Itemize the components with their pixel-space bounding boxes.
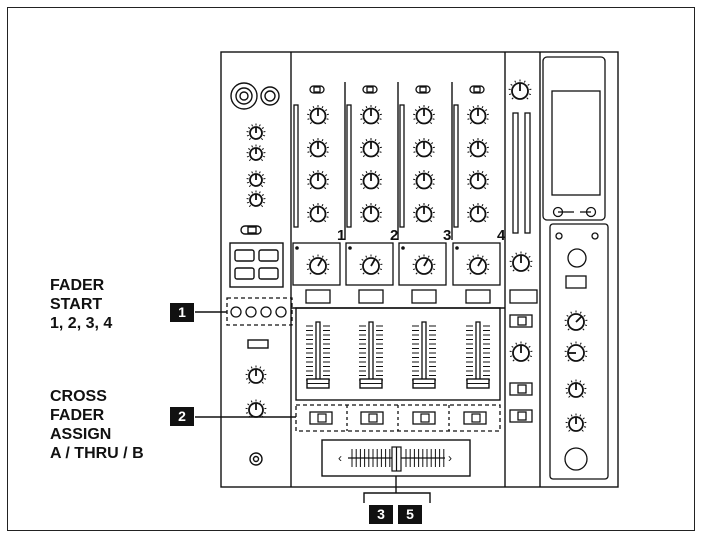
channel-4-eq-knob-3[interactable] (467, 170, 489, 190)
channel-4-eq-knob-2[interactable] (467, 138, 489, 158)
channel-2-eq-knob-4[interactable] (360, 203, 382, 223)
fader-start-buttons (226, 297, 293, 326)
mixer-body (220, 51, 619, 488)
cross-fader-assign-switch-1[interactable] (309, 411, 333, 425)
left-knobs (245, 123, 267, 418)
fader-start-line-1: FADER (50, 277, 105, 294)
cross-fader-assign-label: CROSS FADER ASSIGN A / THRU / B (50, 387, 144, 463)
fader-start-badge: 1 (170, 303, 194, 322)
channel-numbers: 1 2 3 4 (337, 227, 506, 244)
cross-fader-assign-badge: 2 (170, 407, 194, 426)
effects-panel (542, 56, 609, 480)
channel-number-4: 4 (497, 227, 506, 244)
left-knob-4[interactable] (246, 190, 266, 208)
channel-2-filter-knob[interactable] (359, 254, 383, 275)
channel-1-eq-knob-1[interactable] (307, 105, 329, 125)
crossfader-left-arrow: ‹ (338, 451, 342, 465)
channel-1-filter-knob[interactable] (306, 254, 330, 275)
crossfader-right-arrow: › (448, 451, 452, 465)
crossfader (348, 446, 445, 472)
effects-knobs (564, 310, 588, 432)
channel-3-filter-knob[interactable] (412, 254, 436, 275)
fader-start-label: FADER START 1, 2, 3, 4 (50, 276, 112, 333)
cross-fader-assign-switch-4[interactable] (463, 411, 487, 425)
channel-3-eq-knob-1[interactable] (413, 105, 435, 125)
master-knob-2[interactable] (509, 251, 533, 272)
effects-knob-3[interactable] (565, 379, 587, 398)
left-knob-1[interactable] (246, 123, 266, 141)
channel-1-eq-knob-4[interactable] (307, 203, 329, 223)
effects-knob-1[interactable] (564, 310, 588, 331)
channel-4-filter-knob[interactable] (466, 254, 490, 275)
master-knobs (508, 79, 533, 362)
channel-1-eq-knob-3[interactable] (307, 170, 329, 190)
channel-3-eq-knob-4[interactable] (413, 203, 435, 223)
channel-2-eq-knob-1[interactable] (360, 105, 382, 125)
channel-number-3: 3 (443, 227, 451, 244)
left-knob-2[interactable] (246, 144, 266, 162)
master-section (509, 112, 538, 423)
channel-strip-2 (345, 85, 394, 389)
cross-fader-assign-switches (295, 404, 501, 432)
cross-fader-assign-line-3: ASSIGN (50, 426, 112, 443)
master-knob-3[interactable] (509, 341, 533, 362)
left-knob-3[interactable] (246, 170, 266, 188)
channel-2-eq-knob-3[interactable] (360, 170, 382, 190)
channel-number-2: 2 (390, 227, 398, 244)
fader-start-line-3: 1, 2, 3, 4 (50, 315, 113, 332)
master-knob-1[interactable] (508, 79, 532, 100)
cross-fader-assign-line-4: A / THRU / B (50, 445, 144, 462)
channel-number-1: 1 (337, 227, 345, 244)
channel-strip-1 (292, 85, 341, 389)
assign-switch-set (309, 411, 487, 425)
channel-3-eq-knob-3[interactable] (413, 170, 435, 190)
channel-4-eq-knob-1[interactable] (467, 105, 489, 125)
left-input-section (229, 82, 284, 466)
cross-fader-assign-switch-3[interactable] (412, 411, 436, 425)
channel-1-eq-knob-2[interactable] (307, 138, 329, 158)
channel-strip-3 (398, 85, 447, 389)
cross-fader-assign-line-2: FADER (50, 407, 105, 424)
callout-leaders (195, 311, 431, 503)
channel-strips (292, 85, 501, 389)
cross-fader-assign-switch-2[interactable] (360, 411, 384, 425)
left-knob-5[interactable] (245, 365, 267, 384)
effects-knob-4[interactable] (565, 413, 587, 432)
channel-3-eq-knob-2[interactable] (413, 138, 435, 158)
effects-knob-2[interactable] (564, 341, 588, 362)
fader-start-line-2: START (50, 296, 103, 313)
channel-4-eq-knob-4[interactable] (467, 203, 489, 223)
left-knob-6[interactable] (245, 399, 267, 418)
crossfader-badge-5: 5 (398, 505, 422, 524)
cross-fader-assign-line-1: CROSS (50, 388, 107, 405)
crossfader-badge-3: 3 (369, 505, 393, 524)
channel-2-eq-knob-2[interactable] (360, 138, 382, 158)
channel-strip-4 (452, 85, 501, 389)
diagram-frame (7, 7, 695, 531)
